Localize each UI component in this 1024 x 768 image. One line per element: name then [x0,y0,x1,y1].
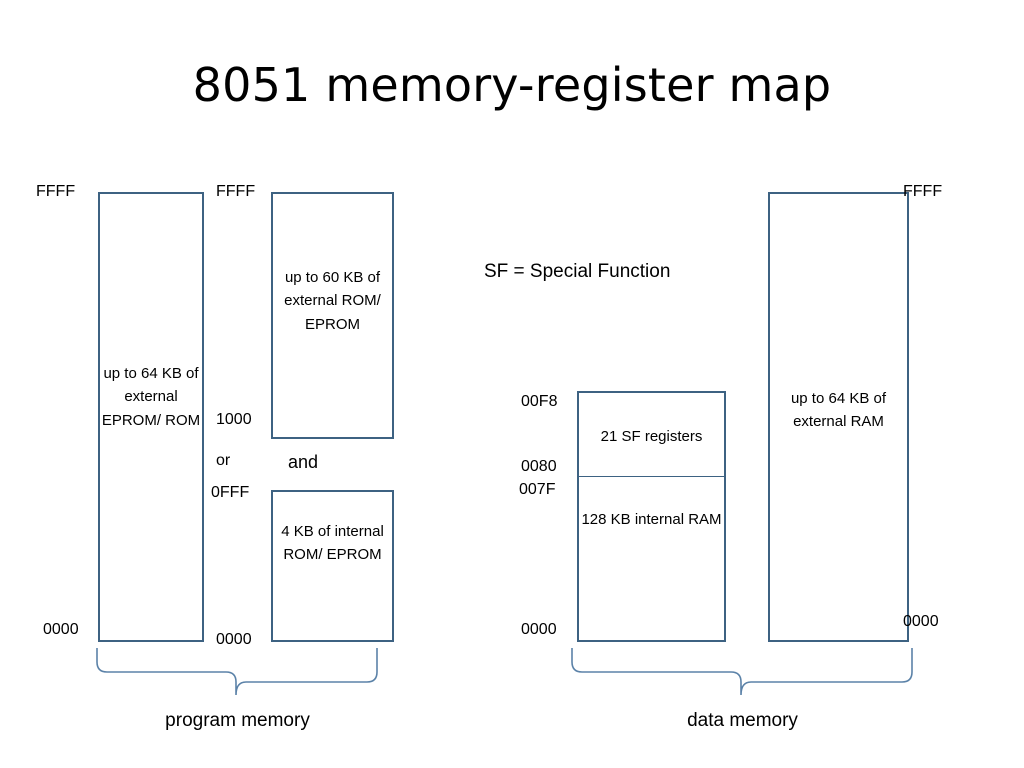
data-memory-brace [570,648,915,698]
program-memory-or-label: or [216,452,231,469]
program-memory-box-internal-rom-eprom-4kb [271,490,394,642]
data-memory-box-internal-ram-sfr-mid-upper-label: 0080 [521,458,557,475]
page-title: 8051 memory-register map [192,58,832,112]
program-memory-box-internal-rom-eprom-4kb-label: 4 KB of internal ROM/ EPROM [281,523,384,564]
program-memory-box-internal-rom-eprom-4kb-top-label: 0FFF [211,484,250,501]
data-memory-sfr-registers-label: 21 SF registers [600,428,703,445]
program-memory-box-external-rom-eprom-60kb-label: up to 60 KB of external ROM/ EPROM [284,269,381,333]
data-memory-box-internal-ram-sfr-bottom-label: 0000 [521,621,557,638]
program-memory-box-external-rom-eprom-60kb-bottom-label: 1000 [216,411,252,428]
data-memory-box-internal-ram-sfr [577,391,726,642]
data-memory-box-external-ram-64kb-top-label: FFFF [903,183,943,200]
data-memory-internal-ram-label: 128 KB internal RAM [581,511,722,528]
program-memory-box-external-eprom-rom [98,192,204,642]
program-memory-box-external-eprom-rom-bottom-label: 0000 [43,621,79,638]
data-memory-box-external-ram-64kb [768,192,909,642]
data-memory-box-external-ram-64kb-label: up to 64 KB of external RAM [790,390,887,431]
program-memory-brace [95,648,380,698]
data-memory-box-external-ram-64kb-bottom-label: 0000 [903,613,939,630]
data-memory-box-internal-ram-sfr-mid-lower-label: 007F [519,481,556,498]
program-memory-caption: program memory [165,710,310,731]
program-memory-box-external-eprom-rom-top-label: FFFF [36,183,76,200]
data-memory-box-internal-ram-sfr-top-label: 00F8 [521,393,558,410]
data-memory-box-internal-ram-sfr-divider [578,476,725,477]
program-memory-box-internal-rom-eprom-4kb-bottom-label: 0000 [216,631,252,648]
data-memory-caption: data memory [687,710,798,731]
program-memory-box-external-eprom-rom-label: up to 64 KB of external EPROM/ ROM [101,365,201,429]
program-memory-and-label: and [288,452,319,472]
special-function-legend: SF = Special Function [484,261,671,282]
program-memory-box-external-rom-eprom-60kb-top-label: FFFF [216,183,256,200]
program-memory-box-external-rom-eprom-60kb [271,192,394,439]
